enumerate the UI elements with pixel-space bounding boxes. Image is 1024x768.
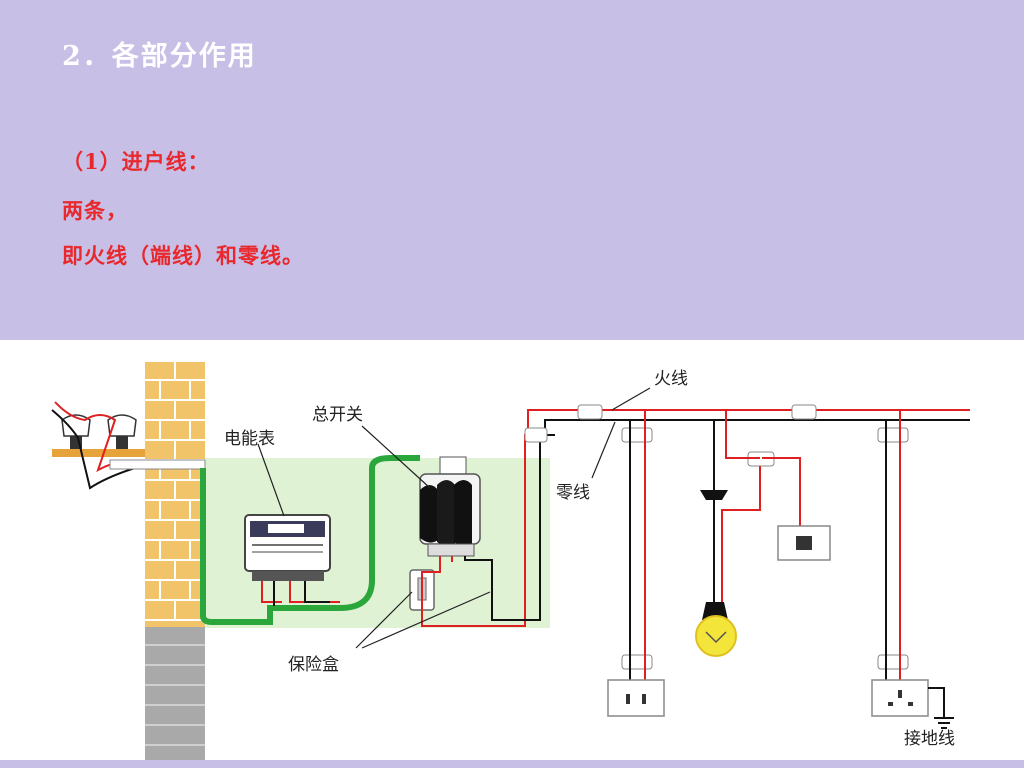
label-fuse-box: 保险盒 — [288, 655, 339, 675]
insulator-bracket — [52, 414, 145, 457]
wall-socket-three-pin — [871, 679, 929, 717]
wall-switch — [777, 525, 831, 561]
brick-wall — [145, 362, 205, 760]
socket-branch-left-wires — [629, 410, 646, 685]
electric-meter — [244, 514, 331, 581]
socket-branch-right-wires — [885, 410, 901, 685]
conduit-pipe — [109, 459, 206, 470]
bottom-bar — [0, 760, 1024, 768]
label-electric-meter: 电能表 — [224, 429, 275, 449]
incoming-wire-neutral — [51, 409, 146, 490]
label-main-switch: 总开关 — [312, 405, 363, 425]
slide-title: 2．各部分作用 — [62, 41, 257, 72]
ground-symbol — [928, 687, 954, 729]
label-neutral-wire: 零线 — [556, 483, 590, 503]
header-panel: 2．各部分作用 （1）进户线： 两条， 即火线（端线）和零线。 — [0, 0, 1024, 340]
wiring-diagram: 火线 总开关 电能表 零线 保险盒 接地线 — [51, 362, 970, 760]
label-leader-lines — [257, 387, 651, 649]
ceiling-lamp — [695, 490, 737, 657]
label-live-wire: 火线 — [654, 369, 688, 389]
lamp-branch-wires — [713, 410, 801, 602]
main-switch — [419, 456, 481, 557]
label-ground-wire: 接地线 — [904, 729, 955, 749]
meter-terminal-wires — [261, 581, 340, 606]
ground-wire-route — [200, 455, 420, 625]
text-line-two-wires: 两条， — [62, 198, 128, 223]
wall-socket-two-pin — [607, 679, 665, 717]
text-line-incoming-wires: （1）进户线： — [62, 149, 210, 174]
text-line-live-and-neutral: 即火线（端线）和零线。 — [62, 243, 304, 268]
